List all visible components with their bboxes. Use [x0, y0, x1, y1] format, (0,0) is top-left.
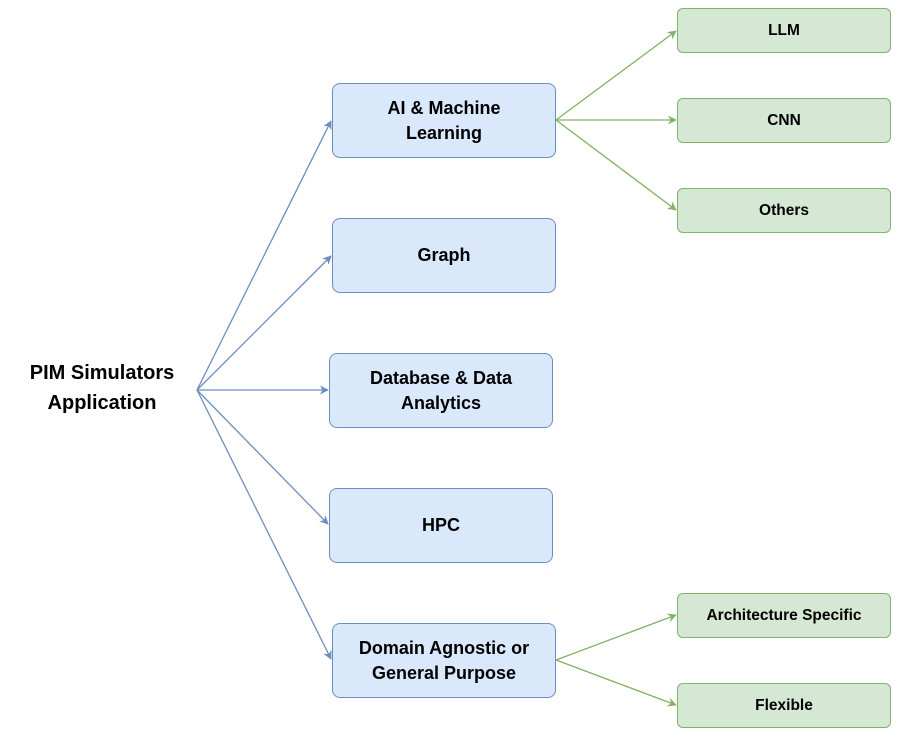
edge-general-to-architecture-specific [555, 613, 677, 661]
root-label-line2: Application [47, 392, 157, 414]
edge-root-to-general-purpose [196, 389, 332, 660]
category-label-line1: AI & Machine [387, 97, 501, 118]
leaf-node-flexible[interactable]: Flexible [677, 683, 891, 728]
category-node-graph[interactable]: Graph [332, 218, 556, 293]
leaf-node-cnn[interactable]: CNN [677, 98, 891, 143]
leaf-label: LLM [768, 21, 800, 39]
edge-ai-ml-to-others [555, 119, 677, 211]
category-label-line2: Learning [405, 122, 482, 143]
edge-root-to-graph [196, 255, 332, 391]
leaf-label: Others [759, 201, 809, 219]
leaf-node-llm[interactable]: LLM [677, 8, 891, 53]
category-node-ai-ml[interactable]: AI & Machine Learning [332, 83, 556, 158]
leaf-label: Flexible [755, 696, 813, 714]
edge-ai-ml-to-llm [555, 30, 677, 121]
leaf-node-others[interactable]: Others [677, 188, 891, 233]
leaf-label: CNN [767, 111, 801, 129]
category-label-line2: General Purpose [371, 662, 517, 683]
category-label: HPC [421, 515, 460, 535]
leaf-label: Architecture Specific [706, 606, 862, 624]
root-label-line1: PIM Simulators [29, 362, 175, 384]
category-label-line2: Analytics [400, 392, 482, 413]
category-node-database[interactable]: Database & Data Analytics [329, 353, 553, 428]
category-node-general-purpose[interactable]: Domain Agnostic or General Purpose [332, 623, 556, 698]
category-label: Graph [417, 245, 471, 265]
category-label-line1: Domain Agnostic or [358, 637, 530, 658]
root-node-label: PIM Simulators Application [2, 358, 202, 418]
edge-root-to-ai-ml [196, 120, 332, 391]
leaf-node-architecture-specific[interactable]: Architecture Specific [677, 593, 891, 638]
edge-general-to-flexible [555, 659, 677, 707]
edge-root-to-hpc [196, 389, 329, 525]
category-label-line1: Database & Data [369, 367, 513, 388]
category-node-hpc[interactable]: HPC [329, 488, 553, 563]
